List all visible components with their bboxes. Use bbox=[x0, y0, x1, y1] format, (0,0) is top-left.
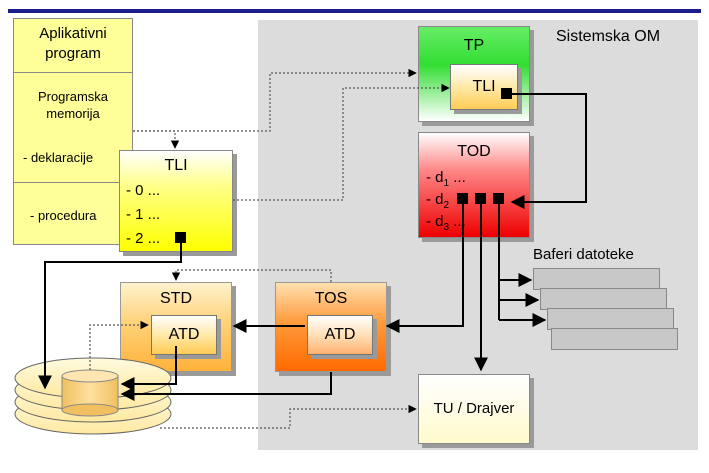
driver-label: TU / Drajver bbox=[433, 400, 515, 417]
top-rule bbox=[8, 9, 701, 13]
declarations-label: - deklaracije bbox=[23, 150, 94, 165]
application-program-column: Aplikativni program Programska memorija … bbox=[13, 18, 133, 245]
std-title: STD bbox=[160, 290, 192, 307]
procedure-label: - procedura bbox=[30, 208, 97, 223]
tos-atd-label: ATD bbox=[324, 326, 356, 343]
tp-title: TP bbox=[463, 37, 485, 54]
program-memory-line2: memorija bbox=[46, 106, 100, 121]
tli-table-title: TLI bbox=[164, 157, 188, 174]
file-buffer-4 bbox=[551, 328, 678, 350]
tli-row-0: - 0 ... bbox=[126, 182, 161, 199]
tos-title: TOS bbox=[314, 290, 348, 307]
std-atd-label: ATD bbox=[168, 326, 200, 343]
tod-box: TOD - d1 ... - d2 - d3 ... bbox=[418, 132, 530, 238]
tod-d2: - d2 bbox=[426, 191, 450, 211]
disk-icon bbox=[14, 357, 172, 435]
tli-row-1: - 1 ... bbox=[126, 206, 161, 223]
tp-tli-pointer bbox=[501, 88, 512, 99]
application-program-header: Aplikativni program bbox=[14, 19, 132, 73]
std-atd-box: ATD bbox=[151, 315, 217, 355]
tod-d1: - d1 ... bbox=[426, 169, 466, 189]
tp-box: TP TLI bbox=[418, 26, 530, 122]
tod-d2-pointer-3 bbox=[493, 193, 504, 204]
tli-row-2: - 2 ... bbox=[126, 230, 161, 247]
tos-box: TOS ATD bbox=[275, 282, 387, 372]
tos-atd-box: ATD bbox=[307, 315, 373, 355]
std-box: STD ATD bbox=[120, 282, 232, 372]
file-buffers-label: Baferi datoteke bbox=[533, 246, 634, 263]
program-memory-line1: Programska bbox=[37, 89, 109, 104]
app-title-line1: Aplikativni bbox=[39, 25, 107, 42]
tp-tli-box: TLI bbox=[450, 64, 518, 110]
tod-d2-pointer-1 bbox=[457, 193, 468, 204]
app-title-line2: program bbox=[45, 45, 101, 62]
section-divider bbox=[14, 182, 124, 183]
tp-tli-label: TLI bbox=[472, 78, 496, 95]
tod-title: TOD bbox=[457, 143, 491, 160]
system-memory-label: Sistemska OM bbox=[556, 28, 661, 45]
tod-d2-pointer-2 bbox=[475, 193, 486, 204]
tli-row-2-pointer bbox=[175, 232, 186, 243]
driver-box: TU / Drajver bbox=[418, 374, 530, 444]
